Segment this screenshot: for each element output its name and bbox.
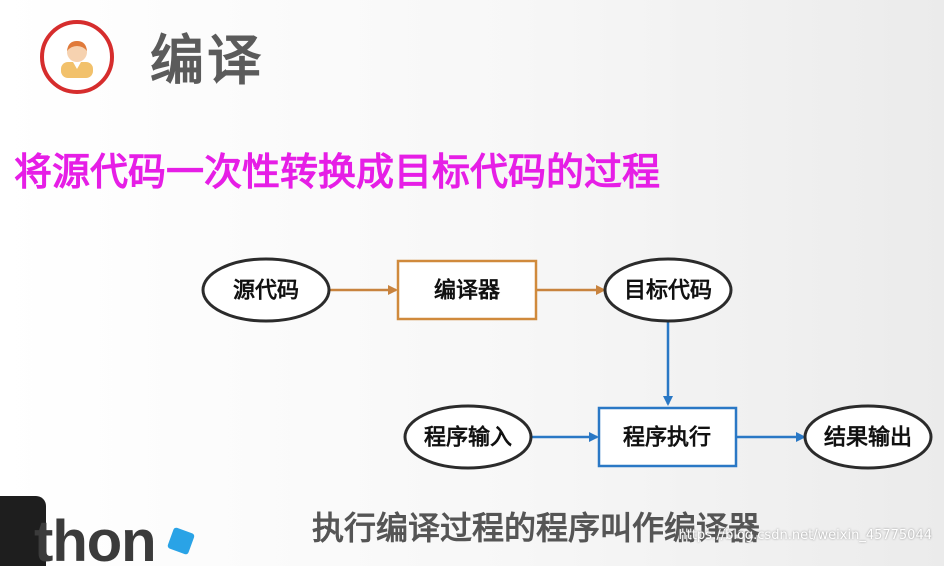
avatar (40, 20, 114, 94)
svg-text:结果输出: 结果输出 (824, 425, 912, 451)
logo-dark-block (0, 496, 46, 566)
node-result-output: 结果输出 (803, 404, 933, 470)
python-logo: thon (0, 496, 204, 566)
node-program-execute: 程序执行 (597, 406, 738, 468)
svg-text:程序输入: 程序输入 (424, 425, 512, 451)
svg-text:目标代码: 目标代码 (624, 278, 712, 304)
svg-text:源代码: 源代码 (233, 279, 299, 304)
node-source-code: 源代码 (201, 257, 331, 323)
svg-text:程序执行: 程序执行 (623, 425, 711, 451)
svg-text:编译器: 编译器 (434, 278, 501, 304)
logo-badge-icon (166, 526, 196, 556)
user-avatar-icon (61, 41, 93, 78)
page-title: 编译 (150, 29, 264, 92)
definition-text: 将源代码一次性转换成目标代码的过程 (14, 150, 661, 194)
compiler-definition-caption: 执行编译过程的程序叫作编译器 (312, 509, 761, 547)
node-program-input: 程序输入 (403, 404, 533, 470)
node-compiler: 编译器 (396, 259, 538, 321)
logo-text: thon (34, 509, 157, 566)
node-target-code: 目标代码 (603, 257, 733, 323)
watermark-url: https://blog.csdn.net/weixin_45775044 (678, 528, 932, 543)
